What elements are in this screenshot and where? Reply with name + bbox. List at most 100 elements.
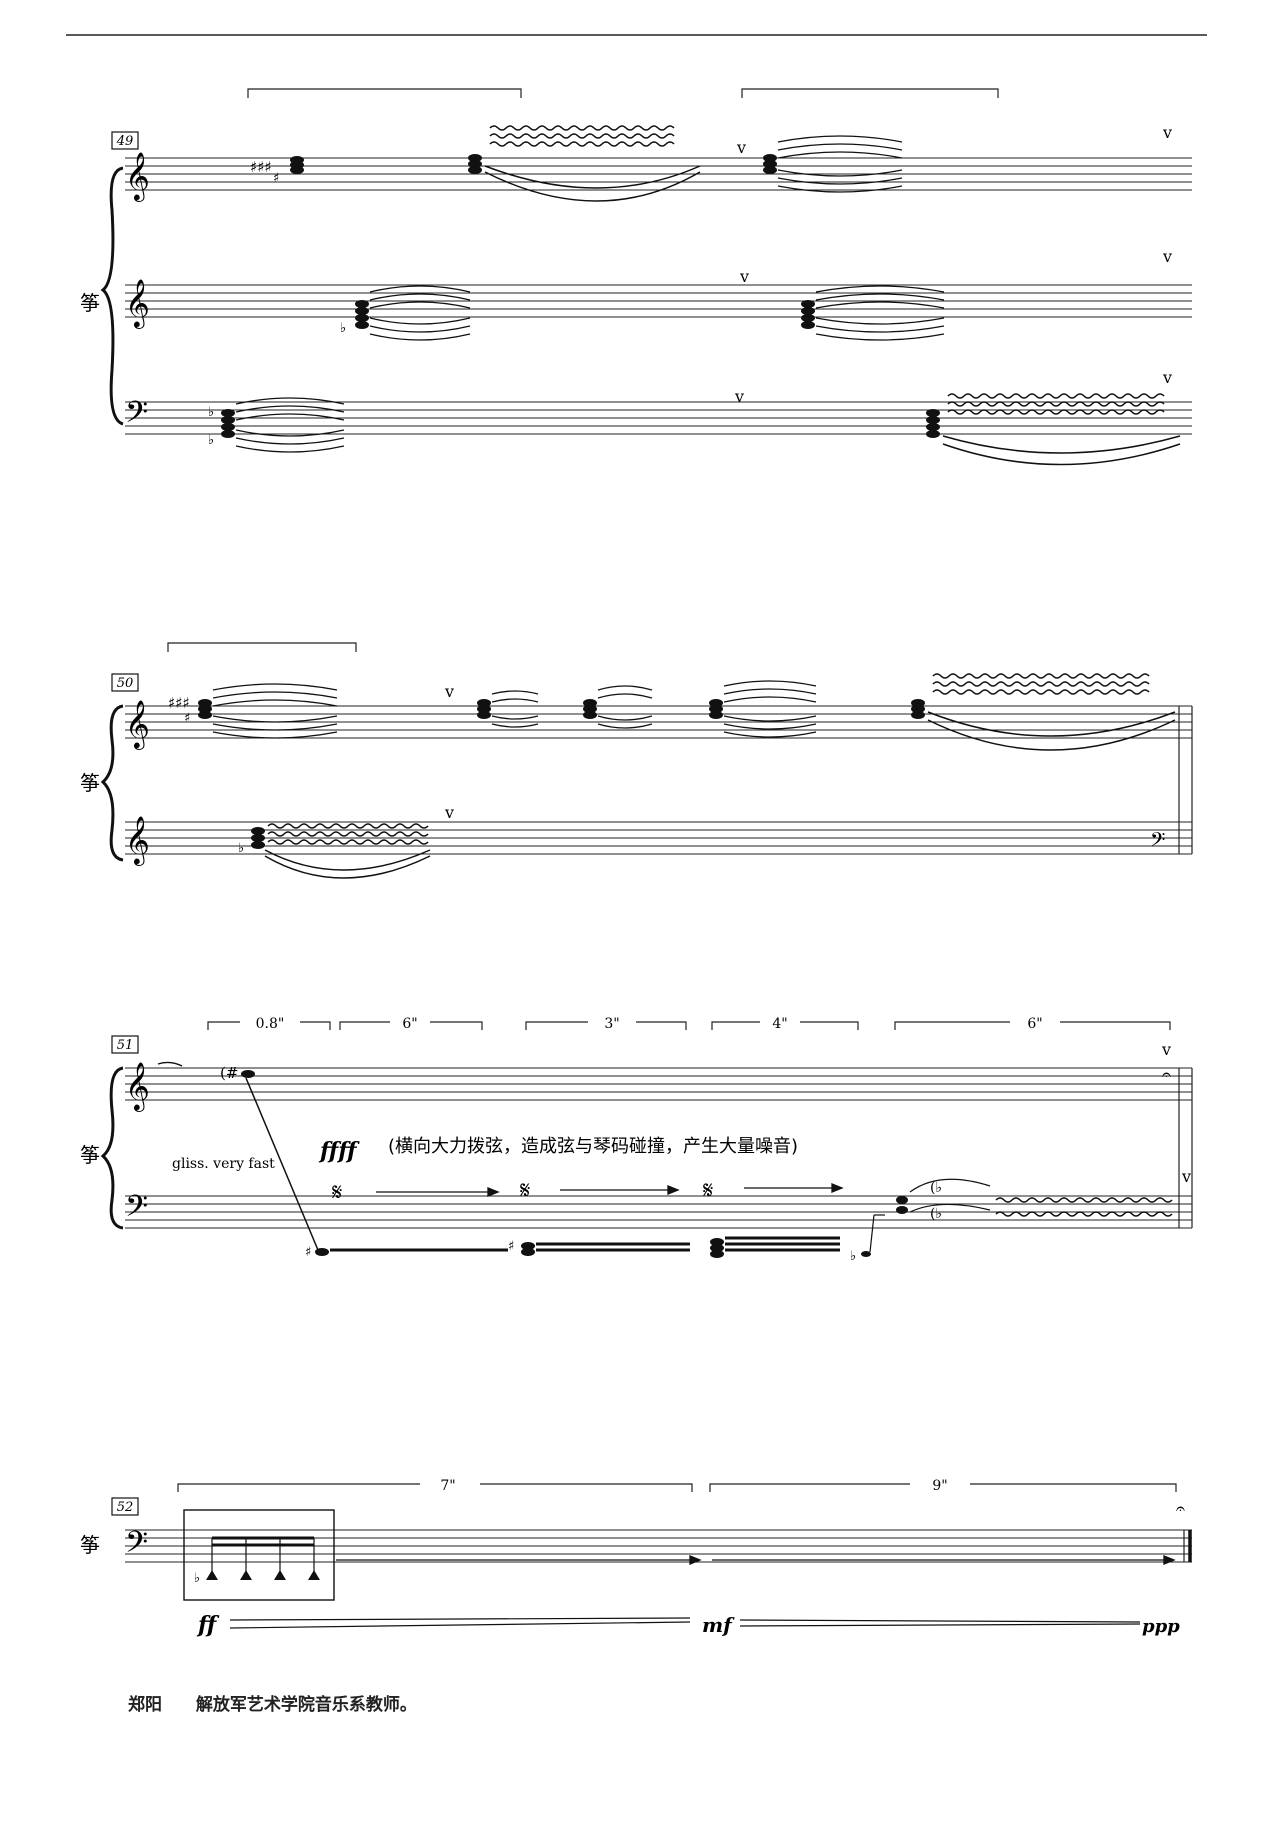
- staff-treble-1: [125, 157, 1192, 191]
- sustain-ellipses: [723, 680, 817, 738]
- segno-icon: 𝄋: [332, 1178, 342, 1206]
- flat-note-label: (♭: [930, 1206, 942, 1222]
- system-brace: [100, 1066, 124, 1230]
- staff-treble-2: [125, 821, 1192, 855]
- instrument-label: 筝: [80, 1533, 100, 1557]
- fermata-icon: 𝄐: [1176, 1499, 1185, 1518]
- duration-label: 4": [772, 1016, 787, 1032]
- breath-mark: v: [739, 267, 749, 286]
- staff-bass: [125, 401, 1192, 435]
- flat-note-label: (♭: [930, 1180, 942, 1196]
- treble-clef-icon: 𝄞: [125, 815, 150, 866]
- instrument-label: 筝: [80, 771, 100, 795]
- chord-cluster: ♯♯♯♯: [250, 156, 304, 186]
- chord-cluster: ♯♯♯♯: [168, 694, 212, 726]
- measure-number: 52: [117, 1500, 134, 1515]
- measure-box: [111, 673, 139, 692]
- svg-text:♯: ♯: [273, 171, 279, 186]
- arrow-lines: [336, 1555, 1176, 1565]
- breath-mark: v: [444, 682, 454, 701]
- staff-treble-1: [125, 1067, 1192, 1101]
- fermata-icon: 𝄐: [1162, 1065, 1171, 1084]
- dynamic-marking: ffff: [318, 1138, 360, 1164]
- svg-text:♭: ♭: [208, 433, 214, 448]
- chord-cluster: ♭♭: [208, 405, 235, 448]
- sustain-ellipses: [597, 685, 653, 729]
- time-bracket: [247, 88, 522, 98]
- breath-mark: v: [444, 803, 454, 822]
- system-brace: [100, 166, 124, 426]
- duration-label: 6": [1027, 1016, 1042, 1032]
- breath-mark: v: [1181, 1167, 1191, 1186]
- technique-text: gliss. very fast: [172, 1156, 275, 1172]
- system-52: 52 筝 𝄢 7" 9" 𝄐 ♭: [80, 1478, 1192, 1638]
- grace-notes: ♭: [850, 1196, 908, 1264]
- breath-mark: v: [1162, 123, 1172, 142]
- boxed-notes: ♭: [194, 1536, 320, 1586]
- svg-text:♭: ♭: [340, 321, 346, 336]
- chord-cluster: [468, 154, 482, 174]
- svg-text:♯♯♯: ♯♯♯: [250, 158, 272, 176]
- breath-mark: v: [1162, 368, 1172, 387]
- bass-note-group: ♯: [305, 1245, 508, 1260]
- tie: [157, 1061, 183, 1067]
- chord-cluster: [801, 300, 815, 329]
- duration-label: 9": [932, 1478, 947, 1494]
- time-bracket: [741, 88, 999, 98]
- svg-text:♯: ♯: [305, 1245, 311, 1260]
- notehead: [241, 1070, 255, 1078]
- svg-text:♯♯♯: ♯♯♯: [168, 694, 190, 712]
- measure-box: [111, 1035, 139, 1054]
- measure-box: [111, 131, 139, 150]
- author-bio: 解放军艺术学院音乐系教师。: [195, 1695, 417, 1715]
- segno-icon: 𝄋: [520, 1176, 530, 1204]
- accidental-note-label: (#: [220, 1064, 238, 1082]
- treble-clef-icon: 𝄞: [125, 278, 150, 329]
- chord-cluster: [477, 699, 491, 719]
- duration-label: 7": [440, 1478, 455, 1494]
- duration-brackets: [207, 1021, 1171, 1030]
- dynamic-marking: ppp: [1142, 1616, 1180, 1637]
- measure-number: 50: [117, 676, 134, 691]
- tremolo-wave: [484, 125, 701, 202]
- treble-clef-icon: 𝄞: [125, 699, 150, 750]
- glissando-line: [245, 1077, 319, 1251]
- staff-treble-2: [125, 284, 1192, 318]
- svg-text:♭: ♭: [850, 1249, 856, 1264]
- svg-text:♭: ♭: [238, 841, 244, 856]
- tremolo-wave: [264, 823, 431, 879]
- svg-text:♭: ♭: [208, 405, 214, 420]
- author-footer: 郑阳 解放军艺术学院音乐系教师。: [128, 1690, 417, 1715]
- measure-box: [111, 1497, 139, 1516]
- chord-cluster: ♭: [238, 827, 265, 856]
- duration-label: 0.8": [256, 1016, 285, 1032]
- bass-clef-icon: 𝄢: [125, 1526, 148, 1567]
- dynamic-marking: ff: [196, 1612, 220, 1638]
- system-50: 50 筝 𝄞 𝄞 𝄢 ♯♯♯♯ v: [80, 642, 1193, 879]
- chord-cluster: [911, 699, 925, 719]
- chord-cluster: [763, 154, 777, 174]
- instrument-label: 筝: [80, 291, 100, 315]
- treble-clef-icon: 𝄞: [125, 1061, 150, 1112]
- slurs: [909, 1178, 991, 1213]
- sustain-ellipses: [369, 285, 471, 341]
- sustain-ellipses: [777, 135, 903, 193]
- measure-number: 49: [116, 134, 134, 149]
- chord-cluster: [926, 409, 940, 438]
- breath-mark: v: [734, 387, 744, 406]
- svg-text:♯: ♯: [184, 711, 190, 726]
- sustain-ellipses: [815, 285, 945, 341]
- treble-clef-icon: 𝄞: [125, 151, 150, 202]
- system-brace: [100, 704, 124, 862]
- dynamic-marking: mf: [702, 1613, 735, 1637]
- chord-cluster: [583, 699, 597, 719]
- sustain-ellipses: [491, 690, 539, 728]
- arrow-lines: [376, 1183, 844, 1197]
- author-name: 郑阳: [128, 1695, 162, 1715]
- breath-mark: v: [736, 138, 746, 157]
- svg-text:♯: ♯: [508, 1239, 514, 1254]
- tremolo-wave: [942, 393, 1181, 466]
- breath-mark: v: [1162, 247, 1172, 266]
- measure-number: 51: [117, 1038, 134, 1053]
